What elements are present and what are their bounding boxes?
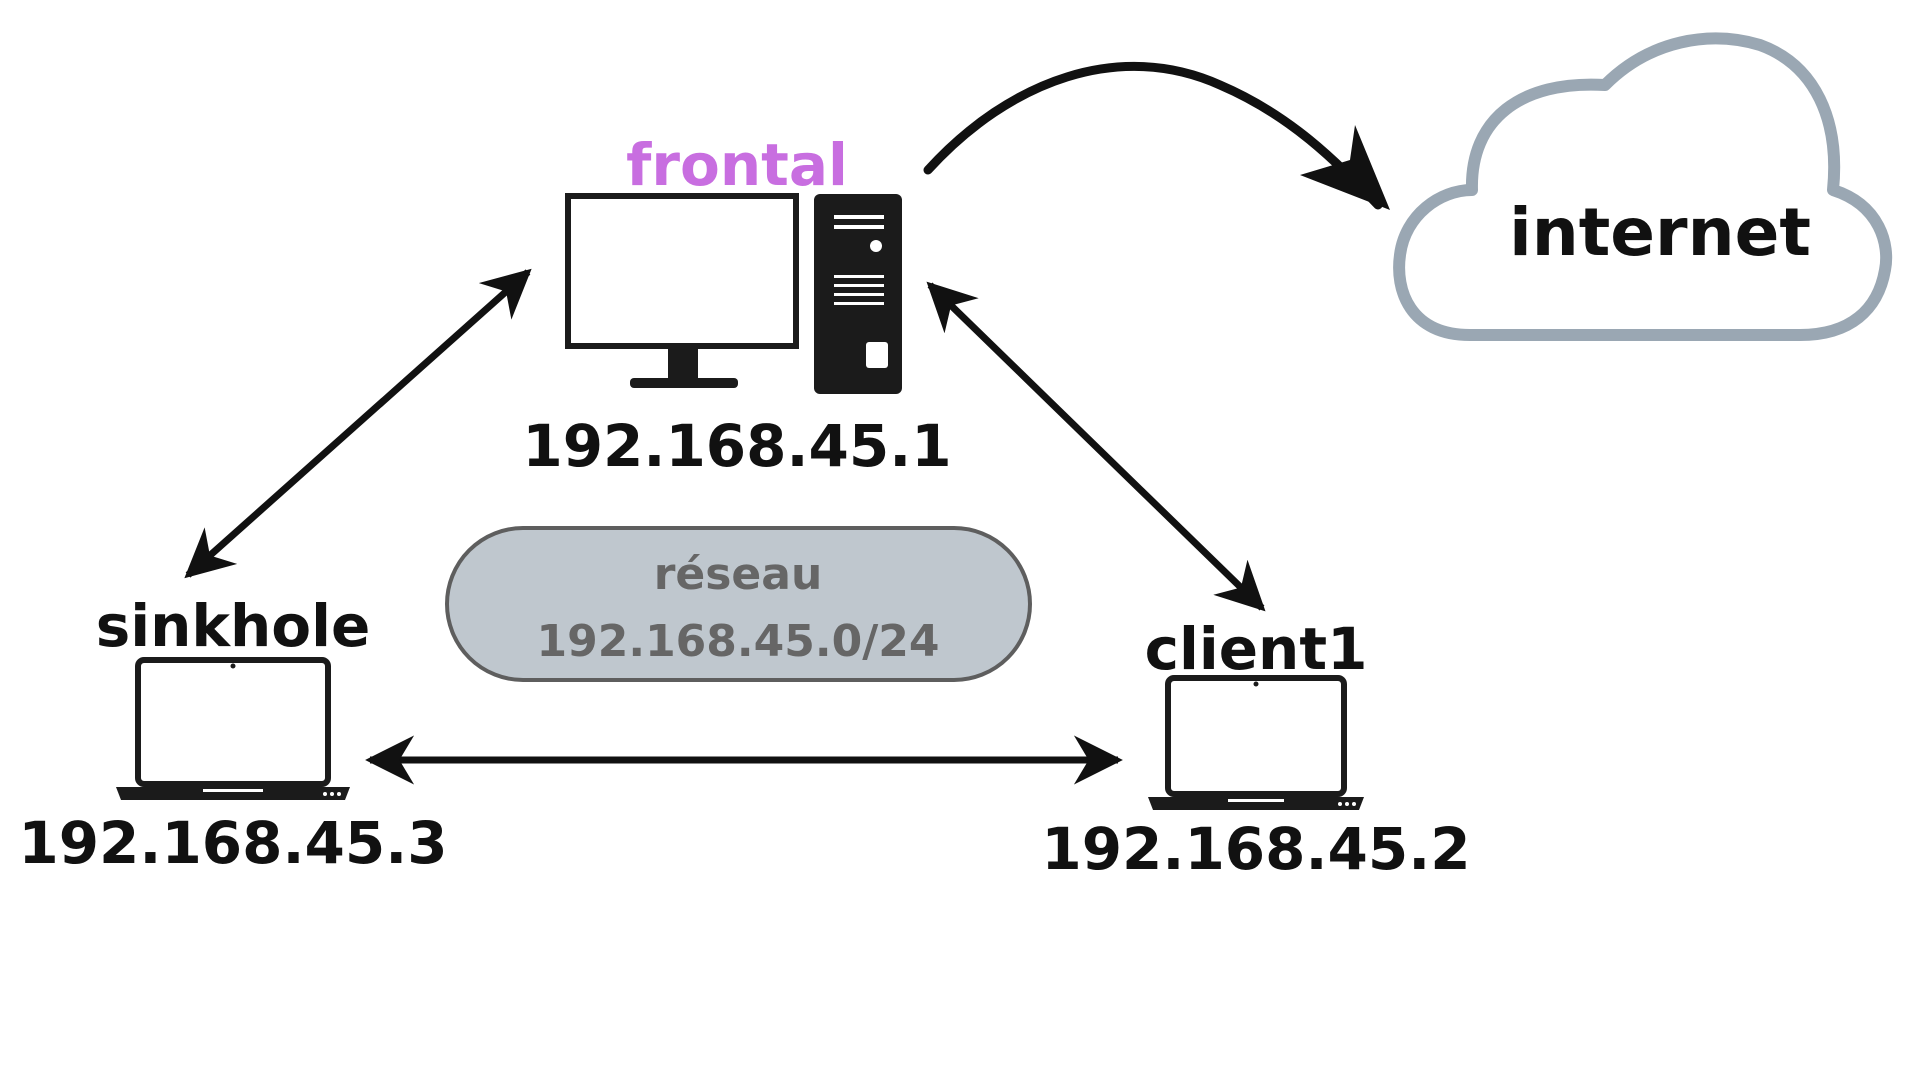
cloud-icon — [1393, 32, 1893, 341]
client1-ip: 192.168.45.2 — [1041, 815, 1471, 883]
network-cidr: 192.168.45.0/24 — [536, 616, 940, 667]
network-title: réseau — [653, 549, 823, 600]
arrowhead-internet — [1300, 125, 1390, 210]
link-frontal-internet — [923, 61, 1383, 210]
laptop-icon — [1148, 675, 1364, 810]
laptop-icon — [116, 657, 350, 800]
frontal-ip: 192.168.45.1 — [522, 412, 952, 480]
sinkhole-ip: 192.168.45.3 — [18, 809, 448, 877]
internet-label: internet — [1509, 194, 1811, 271]
client1-label: client1 — [1144, 615, 1368, 683]
link-frontal-sinkhole — [184, 268, 532, 579]
link-frontal-client1 — [926, 281, 1266, 612]
sinkhole-label: sinkhole — [95, 592, 371, 660]
desktop-computer-icon — [565, 193, 902, 394]
frontal-label: frontal — [626, 131, 848, 199]
